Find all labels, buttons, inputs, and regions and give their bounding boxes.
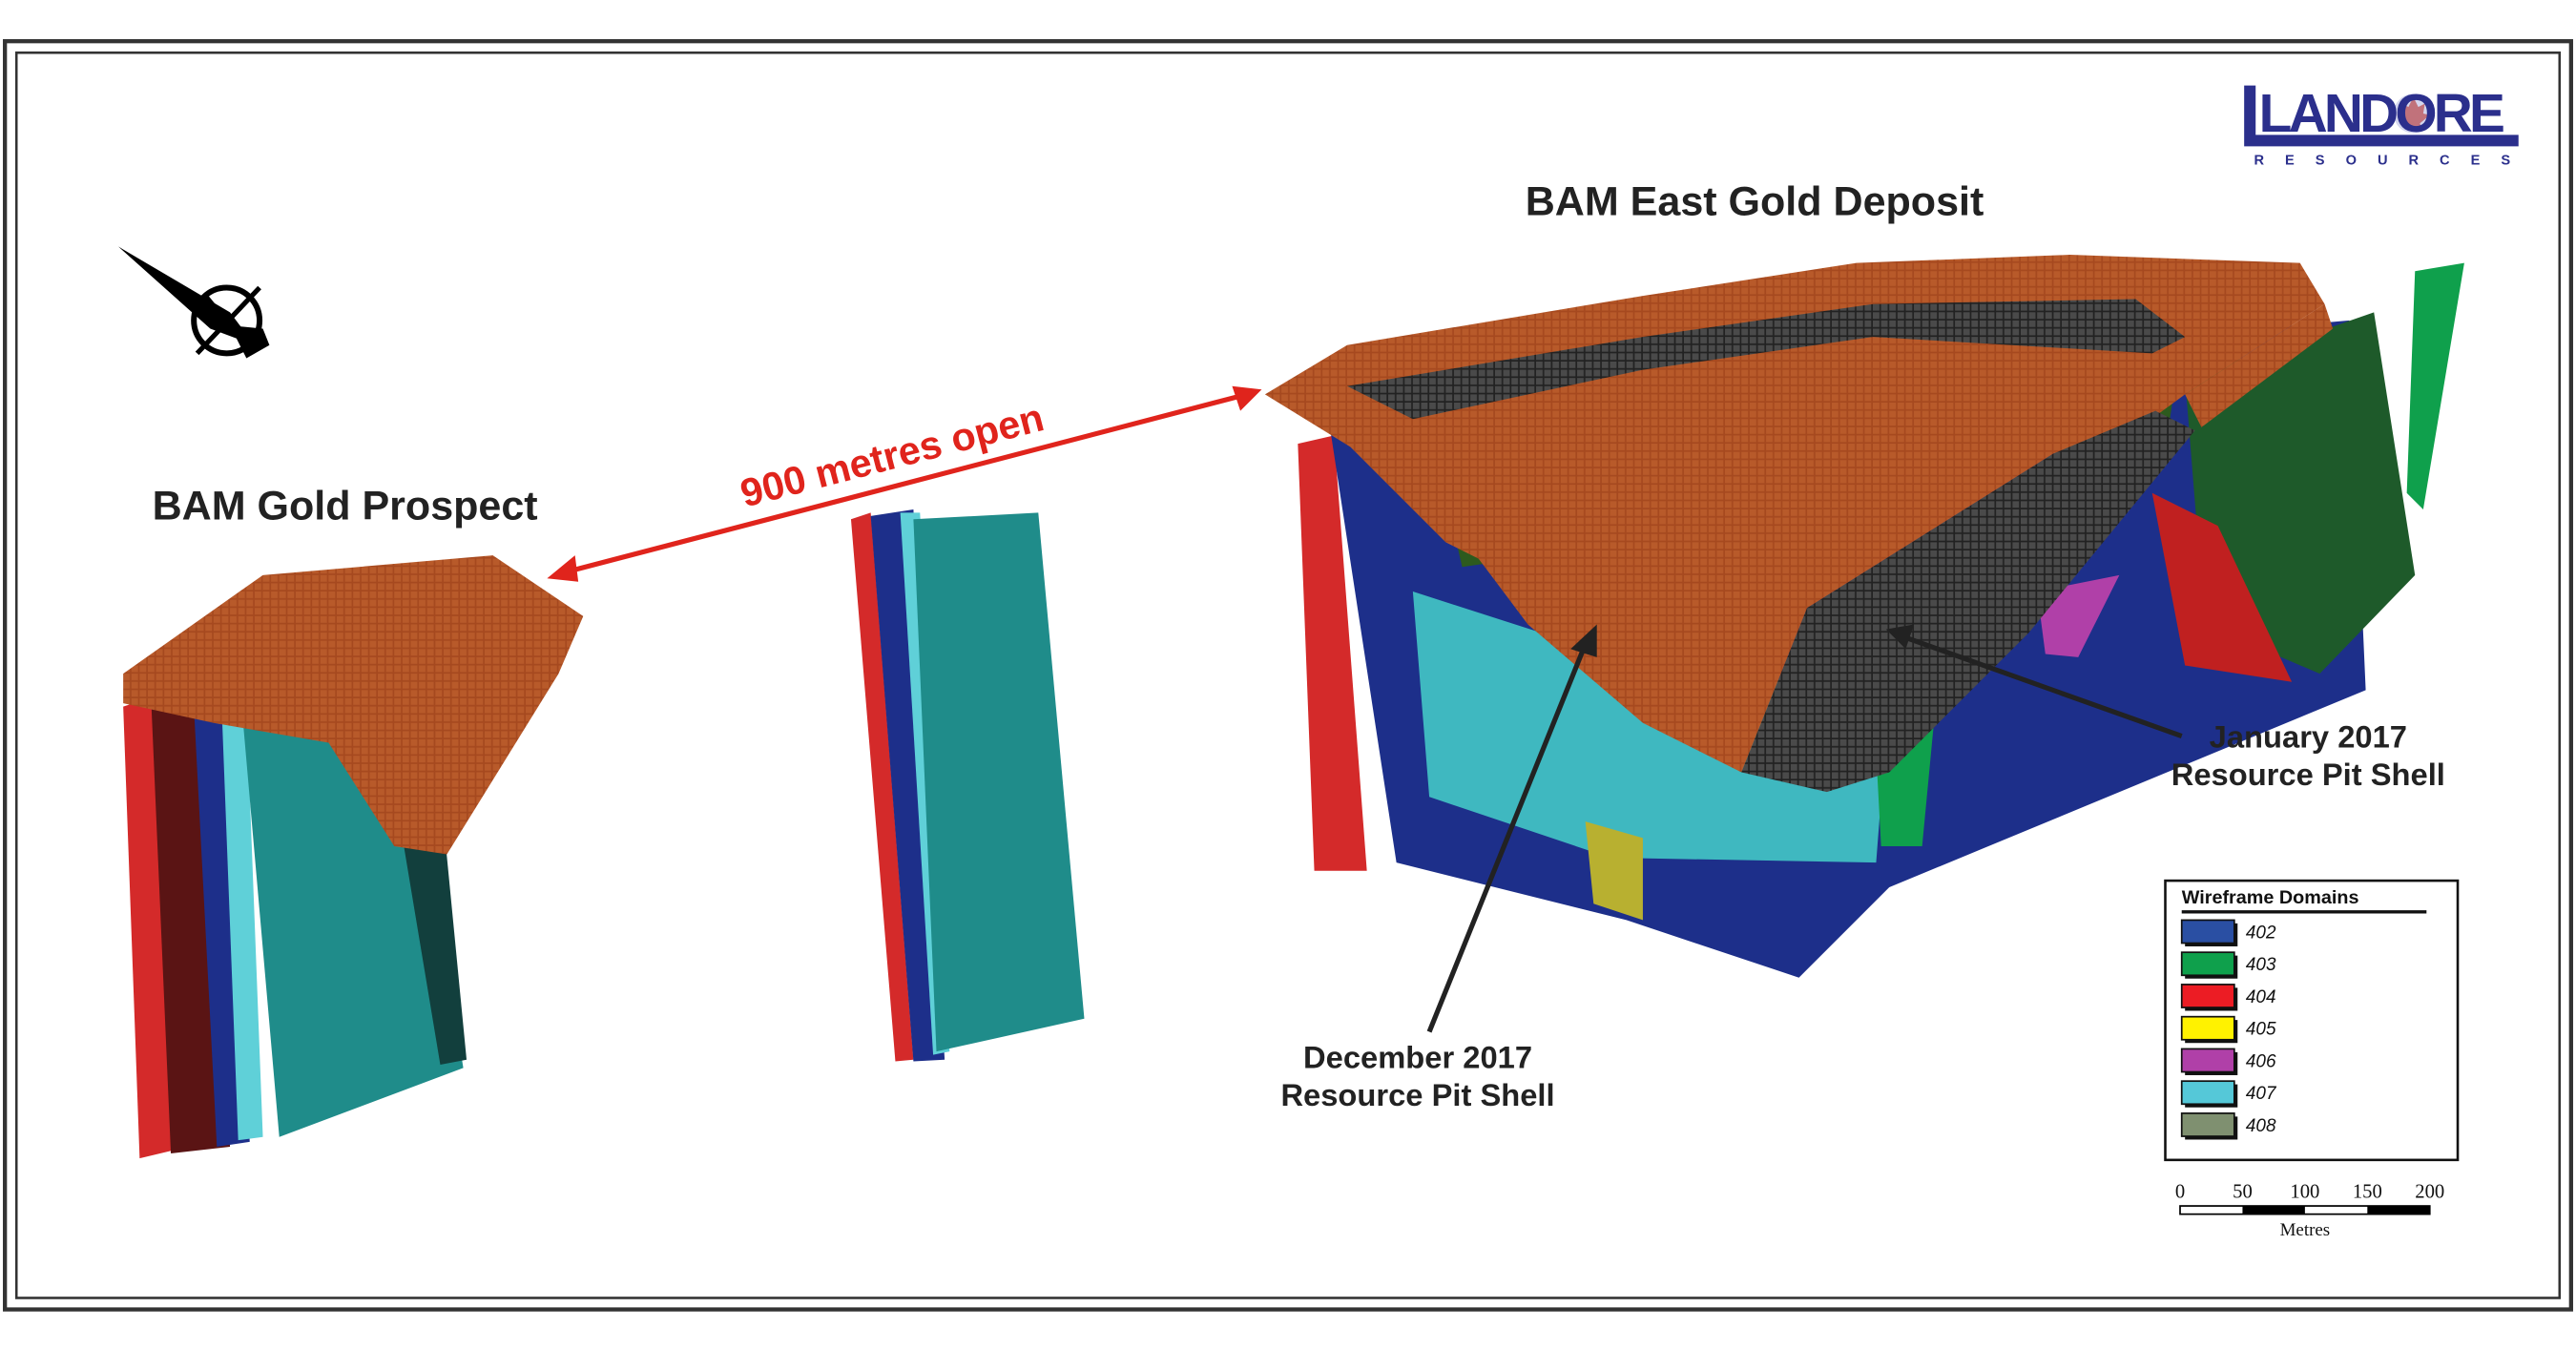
scale-tick-label: 150 xyxy=(2353,1181,2382,1202)
inner-frame xyxy=(14,51,2562,1299)
dec-pointer-arrowhead-icon xyxy=(1570,624,1597,657)
jan-pointer-arrowhead-icon xyxy=(1885,624,1915,650)
legend-swatch xyxy=(2180,1048,2235,1073)
scale-bar: 0 50 100 150 200 Metres xyxy=(2175,1181,2444,1240)
legend-swatch xyxy=(2180,1080,2235,1106)
landore-logo: LANDORE RESOURCES xyxy=(2244,84,2519,168)
legend-label: 402 xyxy=(2246,923,2276,943)
dec-shell-pointer xyxy=(1426,643,1589,1033)
north-arrow-icon xyxy=(117,246,270,359)
legend-label: 404 xyxy=(2246,987,2276,1007)
legend-label: 407 xyxy=(2246,1084,2277,1104)
scale-tick-label: 200 xyxy=(2415,1181,2444,1202)
legend-swatch xyxy=(2180,1112,2235,1137)
legend-swatch xyxy=(2180,951,2235,977)
logo-subtitle: RESOURCES xyxy=(2254,153,2511,168)
legend-title: Wireframe Domains xyxy=(2182,887,2359,908)
legend-label: 405 xyxy=(2246,1020,2276,1040)
legend-swatch xyxy=(2180,1015,2235,1041)
legend-item: 406 xyxy=(2180,1048,2276,1075)
dec-shell-label-line1: December 2017 xyxy=(1303,1039,1532,1074)
distance-label: 900 metres open xyxy=(736,395,1048,515)
maple-leaf-icon xyxy=(2397,96,2430,129)
logo-text: LANDORE xyxy=(2259,84,2505,144)
legend-label: 403 xyxy=(2246,955,2276,975)
legend-item: 402 xyxy=(2180,919,2276,946)
legend: Wireframe Domains 402 403 404 405 406 407 408 xyxy=(2164,879,2460,1162)
logo-underline xyxy=(2244,85,2519,147)
legend-label: 406 xyxy=(2246,1051,2276,1071)
scale-tick-label: 100 xyxy=(2290,1181,2319,1202)
legend-item: 407 xyxy=(2180,1080,2277,1108)
middle-domain-model xyxy=(850,508,1085,1062)
distance-arrow xyxy=(547,385,1262,582)
jan-shell-label-line1: January 2017 xyxy=(2210,719,2407,755)
scale-unit: Metres xyxy=(2280,1220,2331,1240)
jan-shell-pointer xyxy=(1904,634,2183,739)
arrowhead-left-icon xyxy=(547,555,579,582)
scale-tick-label: 0 xyxy=(2175,1181,2185,1202)
legend-swatch xyxy=(2180,984,2235,1008)
dec-shell-label-line2: Resource Pit Shell xyxy=(1280,1077,1554,1112)
bam-gold-prospect-model xyxy=(123,555,584,1159)
east-deposit-title: BAM East Gold Deposit xyxy=(1526,179,1984,225)
scale-tick-label: 50 xyxy=(2233,1181,2253,1202)
legend-item: 403 xyxy=(2180,951,2276,979)
arrowhead-right-icon xyxy=(1232,385,1262,411)
legend-item: 408 xyxy=(2180,1112,2276,1140)
legend-label: 408 xyxy=(2246,1116,2276,1136)
bam-east-deposit-model xyxy=(1264,255,2464,978)
jan-shell-label-line2: Resource Pit Shell xyxy=(2171,757,2445,792)
outer-frame xyxy=(3,39,2573,1312)
legend-swatch xyxy=(2180,919,2235,944)
legend-item: 404 xyxy=(2180,984,2276,1011)
legend-item: 405 xyxy=(2180,1015,2276,1044)
prospect-title: BAM Gold Prospect xyxy=(153,483,538,529)
